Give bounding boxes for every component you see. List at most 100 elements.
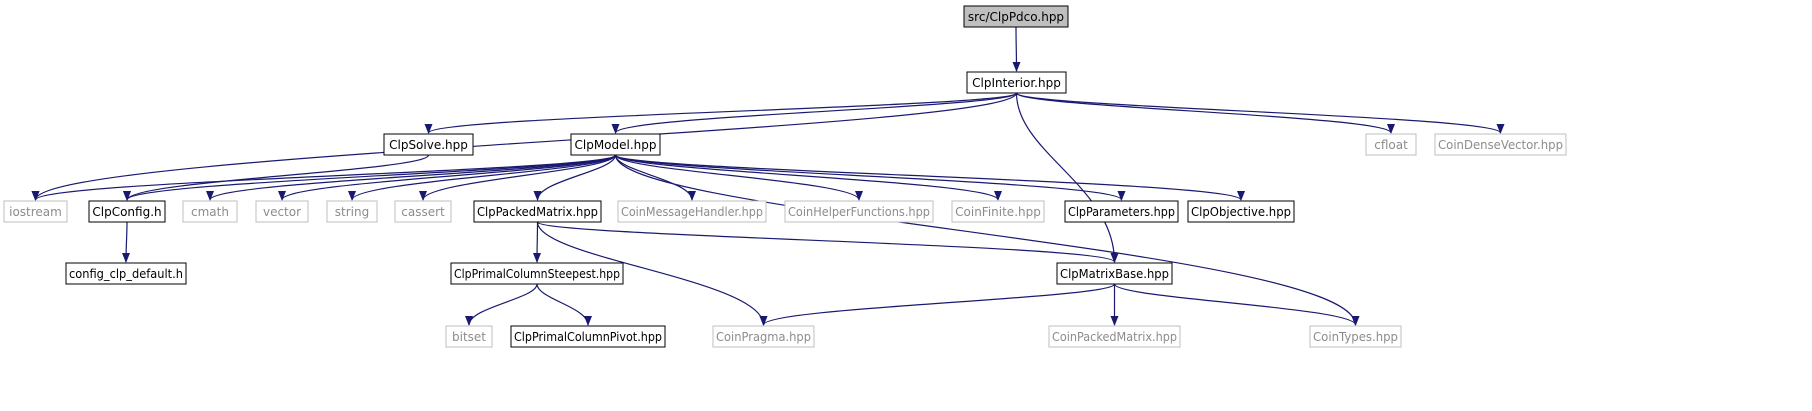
node-bitset: bitset [445, 325, 493, 348]
edge-model-to-types [614, 154, 1360, 326]
node-label: ClpSolve.hpp [389, 138, 468, 152]
node-box [1309, 325, 1402, 348]
edge-packed-to-matbase [536, 221, 1119, 263]
node-box [383, 133, 474, 156]
node-label: ClpConfig.h [92, 205, 161, 219]
node-box [450, 262, 624, 285]
node-label: ClpInterior.hpp [972, 76, 1061, 90]
node-box [65, 262, 187, 285]
edge-steepest-to-pivot [536, 283, 592, 326]
node-vector: vector [255, 200, 309, 223]
node-label: ClpModel.hpp [574, 138, 656, 152]
edge-model-to-msghandler [614, 154, 696, 201]
edge-model-to-helperfn [614, 154, 863, 201]
node-box [570, 133, 661, 156]
node-densevec: CoinDenseVector.hpp [1434, 133, 1567, 156]
edge-model-to-iostream [31, 154, 617, 201]
node-box [1365, 133, 1417, 156]
edge-model-to-packed [533, 154, 617, 201]
edge-model-to-vector [278, 154, 617, 201]
edge-solve-to-config [123, 154, 430, 201]
node-solve[interactable]: ClpSolve.hpp [383, 133, 474, 156]
edge-root-to-interior [1012, 26, 1021, 72]
node-cfloat: cfloat [1365, 133, 1417, 156]
edge-interior-to-iostream [31, 92, 1018, 201]
node-label: CoinFinite.hpp [955, 205, 1041, 219]
node-objective[interactable]: ClpObjective.hpp [1187, 200, 1295, 223]
node-box [445, 325, 493, 348]
node-box [326, 200, 378, 223]
edge-matbase-to-pragma [759, 283, 1116, 326]
node-label: cassert [401, 205, 445, 219]
node-box [510, 325, 666, 348]
node-coinpacked: CoinPackedMatrix.hpp [1048, 325, 1181, 348]
node-box [1056, 262, 1173, 285]
edge-model-to-string [348, 154, 617, 201]
node-steepest[interactable]: ClpPrimalColumnSteepest.hpp [450, 262, 624, 285]
node-label: ClpPrimalColumnSteepest.hpp [454, 267, 620, 281]
node-params[interactable]: ClpParameters.hpp [1064, 200, 1179, 223]
node-pivot[interactable]: ClpPrimalColumnPivot.hpp [510, 325, 666, 348]
edge-interior-to-cfloat [1015, 92, 1395, 134]
node-label: string [335, 205, 369, 219]
node-label: ClpPrimalColumnPivot.hpp [514, 330, 662, 344]
node-label: iostream [9, 205, 62, 219]
node-box [3, 200, 68, 223]
node-box [255, 200, 309, 223]
node-label: CoinPragma.hpp [716, 330, 811, 344]
edge-model-to-params [614, 154, 1126, 201]
node-label: ClpObjective.hpp [1191, 205, 1291, 219]
edge-config-to-configdef [122, 221, 131, 263]
node-matbase[interactable]: ClpMatrixBase.hpp [1056, 262, 1173, 285]
node-box [88, 200, 166, 223]
node-cassert: cassert [394, 200, 452, 223]
node-box [1048, 325, 1181, 348]
node-layer: src/ClpPdco.hppClpInterior.hppClpSolve.h… [3, 5, 1567, 348]
node-box [1064, 200, 1179, 223]
node-iostream: iostream [3, 200, 68, 223]
node-label: ClpPackedMatrix.hpp [477, 205, 598, 219]
node-root[interactable]: src/ClpPdco.hpp [963, 5, 1069, 28]
edge-model-to-config [123, 154, 617, 201]
node-box [951, 200, 1045, 223]
node-helperfn: CoinHelperFunctions.hpp [784, 200, 934, 223]
node-label: CoinDenseVector.hpp [1438, 138, 1563, 152]
edge-interior-to-matbase [1015, 92, 1119, 263]
node-pragma: CoinPragma.hpp [712, 325, 815, 348]
node-box [1434, 133, 1567, 156]
node-box [394, 200, 452, 223]
node-box [784, 200, 934, 223]
edge-model-to-cmath [206, 154, 617, 201]
node-packed[interactable]: ClpPackedMatrix.hpp [473, 200, 602, 223]
node-model[interactable]: ClpModel.hpp [570, 133, 661, 156]
node-box [1187, 200, 1295, 223]
edge-model-to-finite [614, 154, 1002, 201]
edge-interior-to-solve [424, 92, 1018, 134]
node-label: CoinMessageHandler.hpp [621, 205, 763, 219]
edge-steepest-to-bitset [465, 283, 538, 326]
node-configdef[interactable]: config_clp_default.h [65, 262, 187, 285]
node-label: src/ClpPdco.hpp [968, 10, 1064, 24]
edge-layer [31, 26, 1505, 326]
node-box [473, 200, 602, 223]
node-label: vector [263, 205, 301, 219]
edge-interior-to-model [611, 92, 1018, 134]
node-label: bitset [452, 330, 486, 344]
edge-packed-to-steepest [533, 221, 542, 263]
edge-matbase-to-types [1113, 283, 1360, 326]
edge-packed-to-pragma [536, 221, 768, 326]
node-types: CoinTypes.hpp [1309, 325, 1402, 348]
node-config[interactable]: ClpConfig.h [88, 200, 166, 223]
node-interior[interactable]: ClpInterior.hpp [966, 71, 1067, 94]
node-msghandler: CoinMessageHandler.hpp [617, 200, 767, 223]
node-label: cfloat [1374, 138, 1408, 152]
node-label: CoinPackedMatrix.hpp [1052, 330, 1177, 344]
edge-model-to-cassert [419, 154, 617, 201]
node-box [712, 325, 815, 348]
node-label: CoinHelperFunctions.hpp [788, 205, 930, 219]
node-label: CoinTypes.hpp [1313, 330, 1398, 344]
edge-model-to-objective [614, 154, 1245, 201]
node-finite: CoinFinite.hpp [951, 200, 1045, 223]
node-box [966, 71, 1067, 94]
